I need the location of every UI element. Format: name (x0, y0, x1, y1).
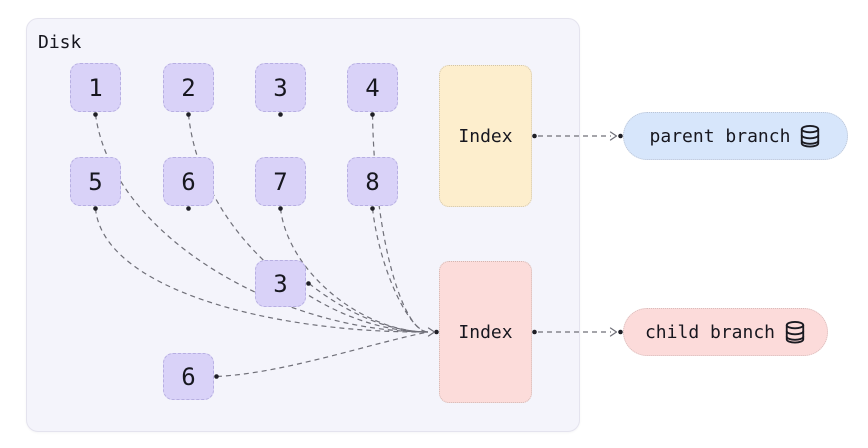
page-label: 2 (181, 73, 196, 102)
page-label: 6 (181, 167, 196, 196)
page-box-p5: 5 (70, 157, 121, 206)
page-box-p4: 4 (347, 63, 398, 112)
index-label: Index (458, 321, 513, 343)
page-label: 4 (365, 73, 380, 102)
index-label: Index (458, 125, 513, 147)
page-box-p8: 8 (347, 157, 398, 206)
page-box-p3: 3 (255, 63, 306, 112)
page-label: 8 (365, 167, 380, 196)
page-label: 7 (273, 167, 288, 196)
arrowhead-icon (609, 327, 618, 337)
page-label: 3 (273, 73, 288, 102)
arrowhead-icon (609, 131, 618, 141)
page-box-p2: 2 (163, 63, 214, 112)
branch-child-pill: child branch (623, 308, 828, 356)
branch-label: parent branch (649, 125, 791, 147)
page-box-p6: 6 (163, 157, 214, 206)
page-label: 3 (273, 269, 288, 298)
database-icon (784, 320, 806, 344)
branch-label: child branch (644, 321, 776, 343)
page-box-p1: 1 (70, 63, 121, 112)
page-box-p7: 7 (255, 157, 306, 206)
page-box-p6b: 6 (163, 353, 214, 400)
page-label: 1 (88, 73, 103, 102)
database-icon (799, 124, 821, 148)
index-child-box: Index (439, 261, 532, 403)
index-parent-box: Index (439, 65, 532, 207)
page-box-p3b: 3 (255, 260, 306, 307)
page-label: 6 (181, 362, 196, 391)
branch-parent-pill: parent branch (623, 112, 848, 160)
page-label: 5 (88, 167, 103, 196)
disk-label: Disk (38, 32, 82, 53)
